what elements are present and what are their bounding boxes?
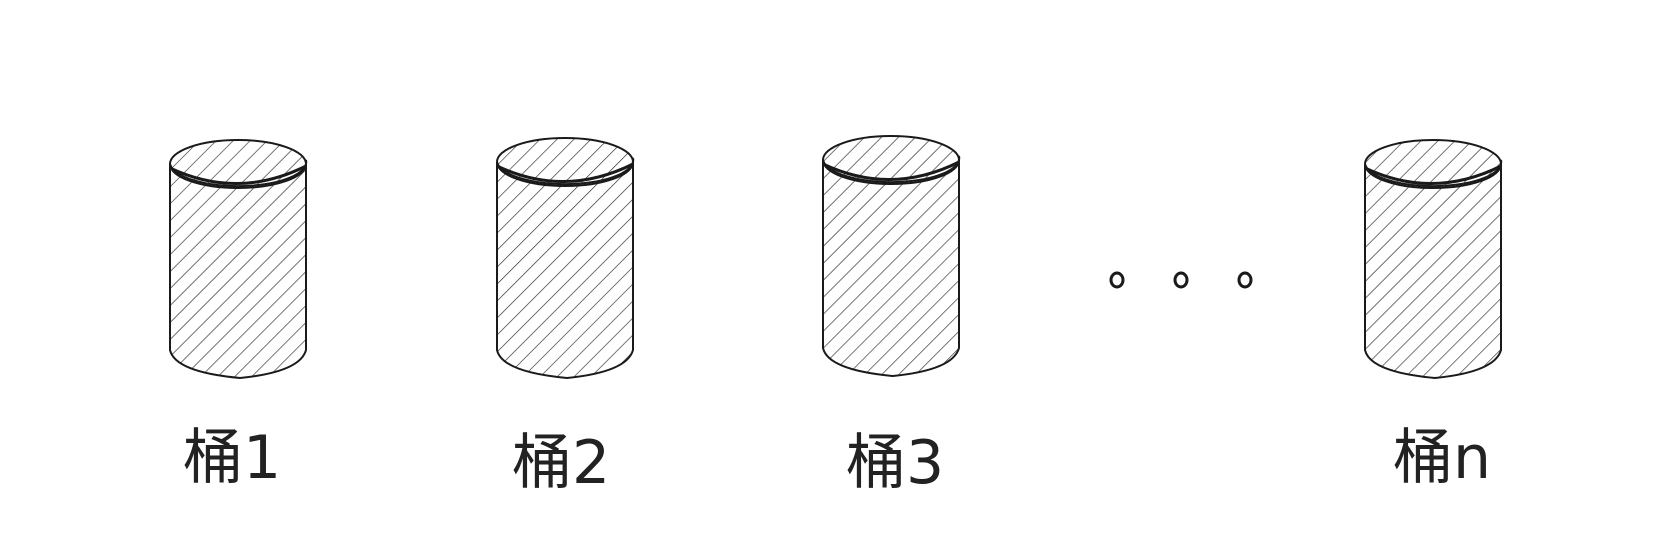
bucket-n-top [1364, 139, 1502, 189]
bucket-1: 桶1 [169, 139, 308, 493]
ellipsis-dot-3 [1237, 271, 1253, 289]
bucket-2-body [496, 157, 635, 380]
bucket-n: 桶n [1364, 139, 1503, 493]
bucket-n-label: 桶n [1393, 423, 1491, 493]
ellipsis-dot-2 [1173, 271, 1189, 289]
bucket-3: 桶3 [822, 135, 961, 498]
bucket-3-top [822, 135, 960, 185]
ellipsis-dot-1 [1109, 271, 1125, 289]
ellipsis [1109, 271, 1253, 289]
bucket-3-label: 桶3 [846, 428, 944, 498]
bucket-2-top [496, 137, 634, 187]
bucket-3-body [822, 155, 961, 378]
bucket-1-label: 桶1 [183, 423, 281, 493]
bucket-n-body [1364, 159, 1503, 380]
bucket-2-label: 桶2 [512, 428, 610, 498]
bucket-1-top [169, 139, 307, 189]
bucket-2: 桶2 [496, 137, 635, 498]
bucket-1-body [169, 159, 308, 380]
